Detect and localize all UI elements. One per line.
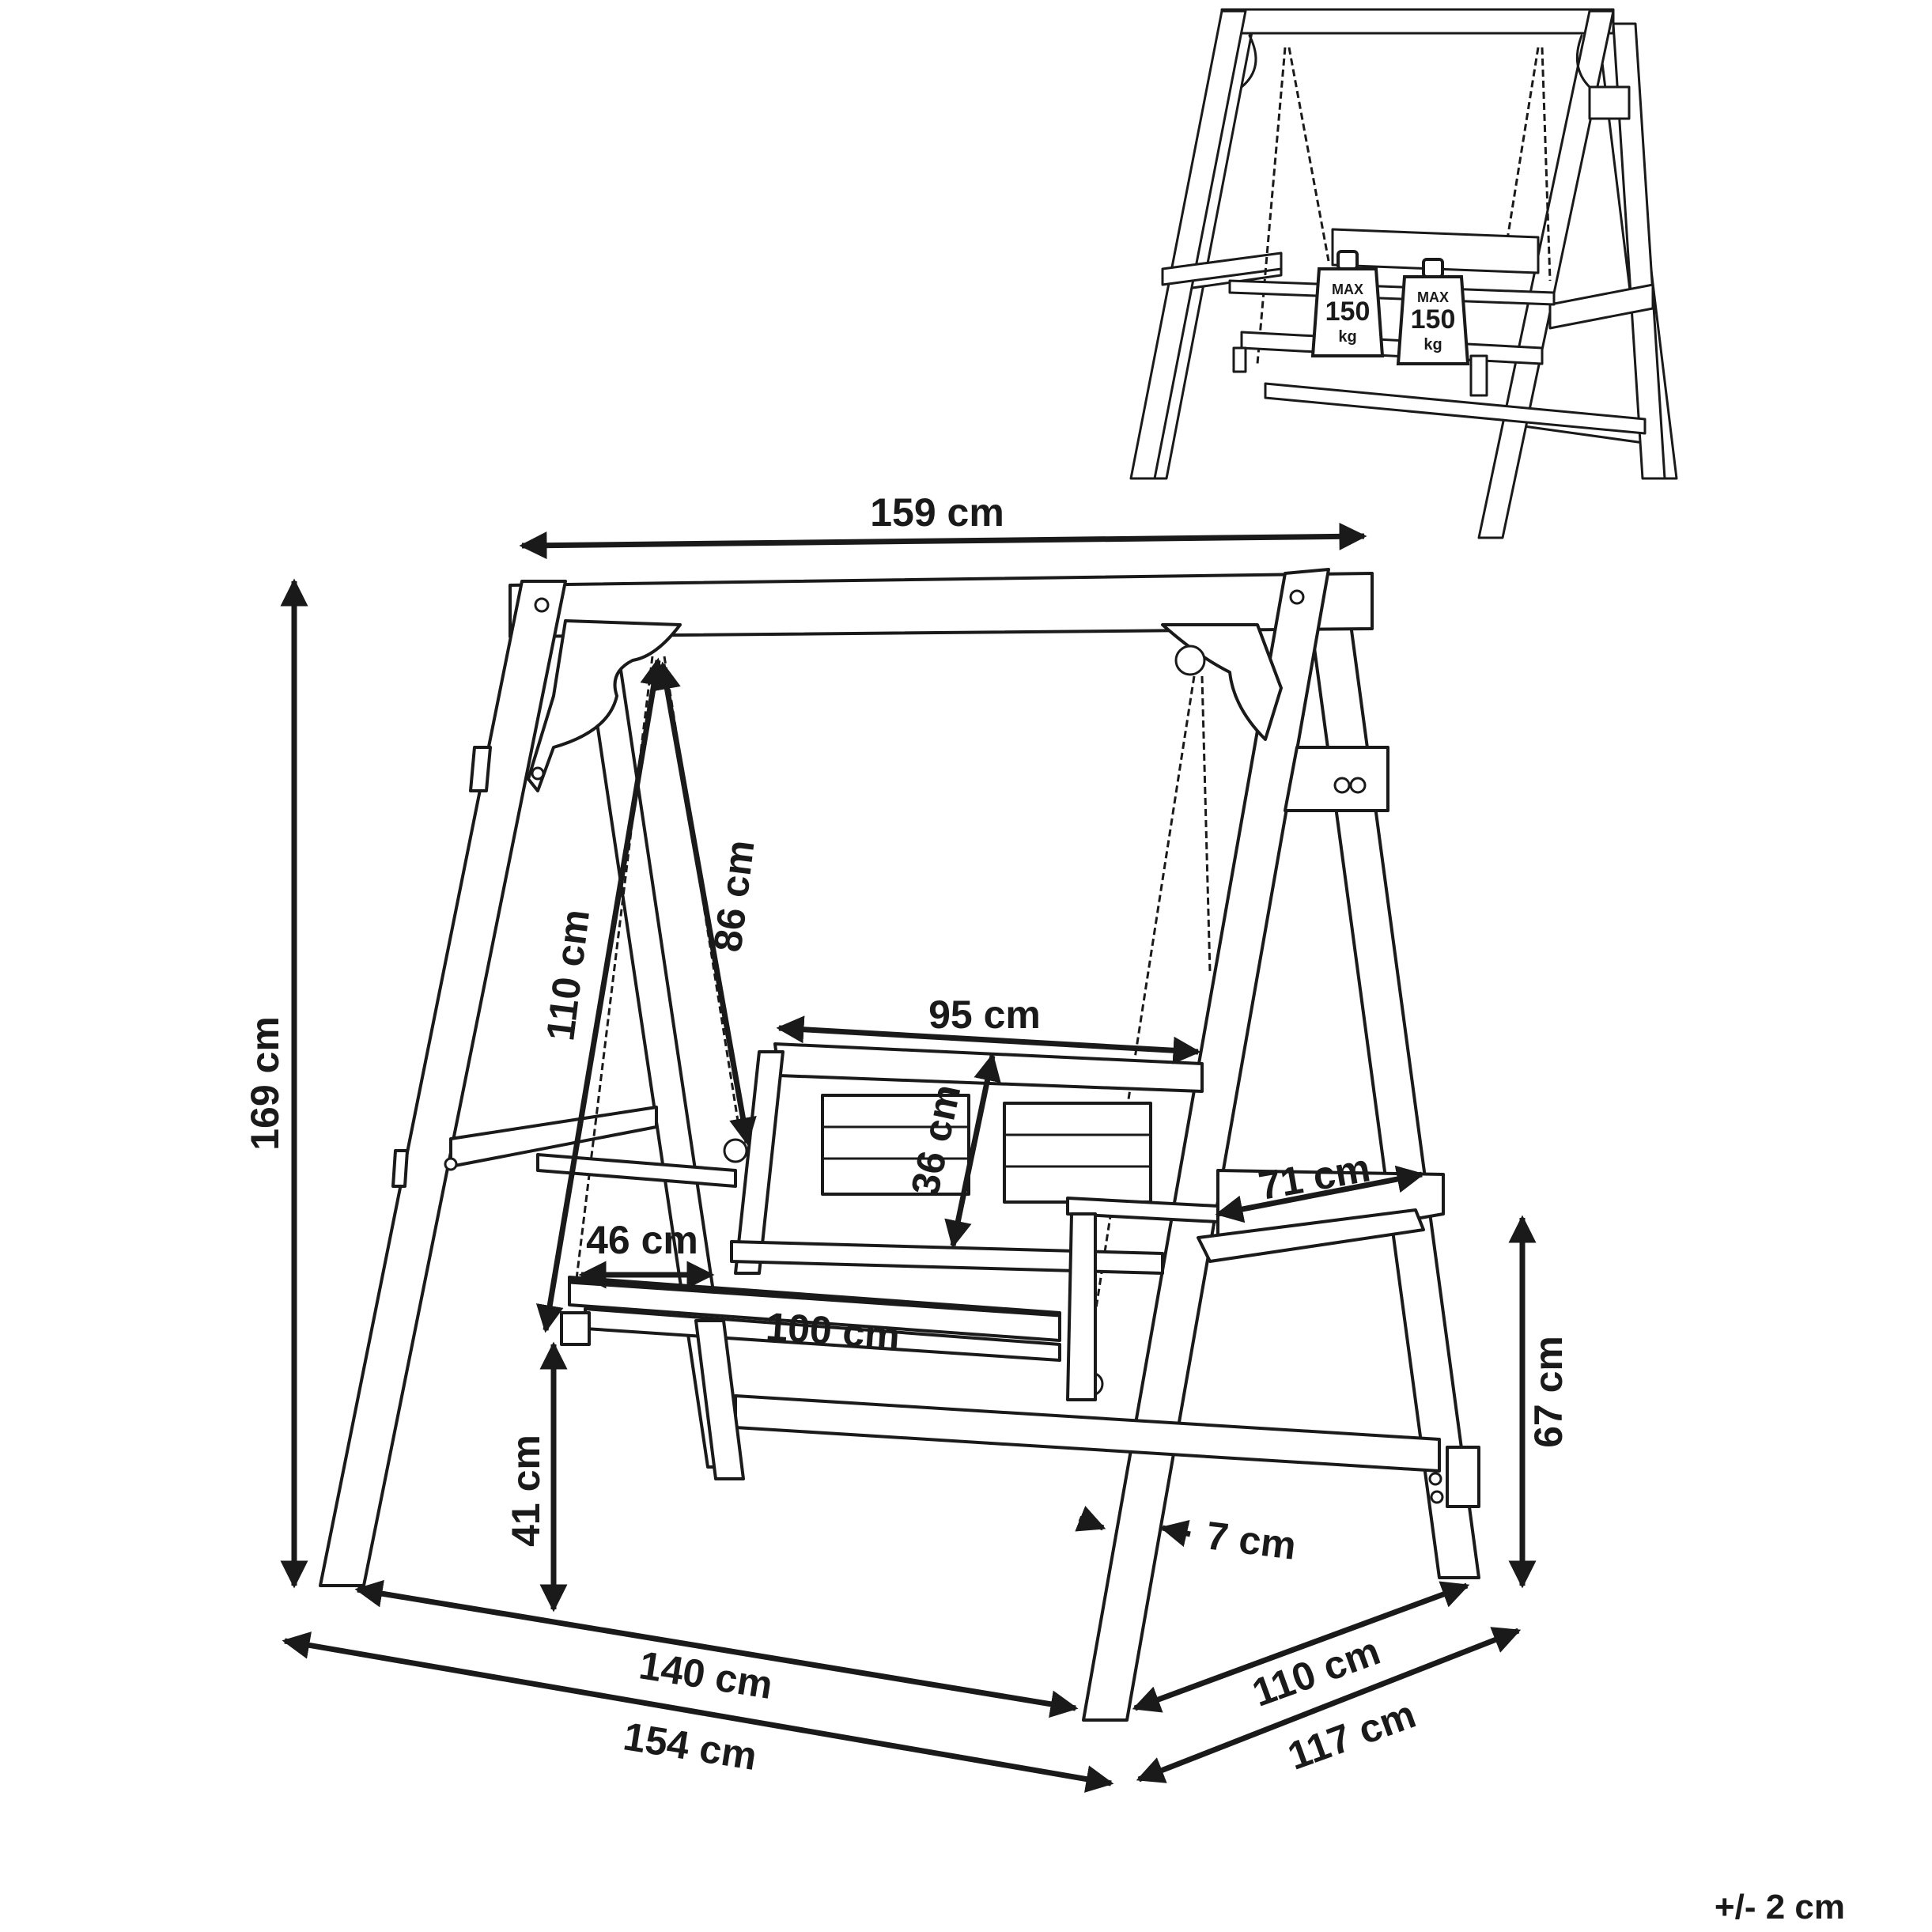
- label-total-width: 159 cm: [870, 490, 1004, 535]
- label-total-height: 169 cm: [243, 1016, 287, 1151]
- label-armrest-height: 67 cm: [1526, 1336, 1571, 1448]
- thumbnail-swing-illustration: MAX 150 kg MAX 150 kg: [1129, 8, 1678, 539]
- svg-text:150: 150: [1325, 297, 1371, 327]
- tolerance-note: +/- 2 cm: [1714, 1888, 1845, 1926]
- weight-icon-1: MAX 150 kg: [1310, 250, 1385, 357]
- label-chain-long: 110 cm: [538, 907, 598, 1043]
- svg-text:kg: kg: [1423, 336, 1442, 354]
- dim-line-117: [1136, 1627, 1522, 1783]
- dim-line-110-chain: [535, 657, 668, 1333]
- top-beam: [509, 572, 1374, 638]
- dim-line-154: [282, 1631, 1114, 1793]
- svg-text:150: 150: [1411, 304, 1456, 335]
- label-seat-width: 100 cm: [765, 1304, 902, 1358]
- label-outer-base-width: 154 cm: [621, 1714, 760, 1779]
- weight-icon-2: MAX 150 kg: [1396, 258, 1470, 365]
- dimension-lines: [280, 522, 1537, 1793]
- dim-line-95: [776, 1015, 1201, 1064]
- dim-line-86-chain: [653, 661, 757, 1146]
- svg-text:MAX: MAX: [1417, 289, 1449, 305]
- svg-text:MAX: MAX: [1332, 282, 1363, 297]
- label-seat-back-width: 95 cm: [928, 992, 1041, 1037]
- label-chain-short: 86 cm: [705, 837, 763, 955]
- dim-line-7-right: [1159, 1519, 1191, 1548]
- dim-line-159: [519, 522, 1367, 560]
- dim-line-36: [944, 1053, 1001, 1249]
- label-beam-thickness: 7 cm: [1204, 1513, 1299, 1567]
- label-outer-base-depth: 117 cm: [1282, 1692, 1421, 1779]
- label-seat-height: 41 cm: [504, 1435, 548, 1547]
- dim-line-100: [569, 1278, 1061, 1318]
- dim-line-7-left: [1075, 1506, 1106, 1532]
- dim-line-71: [1215, 1165, 1425, 1223]
- svg-text:kg: kg: [1338, 328, 1356, 346]
- label-seat-depth: 46 cm: [586, 1218, 698, 1262]
